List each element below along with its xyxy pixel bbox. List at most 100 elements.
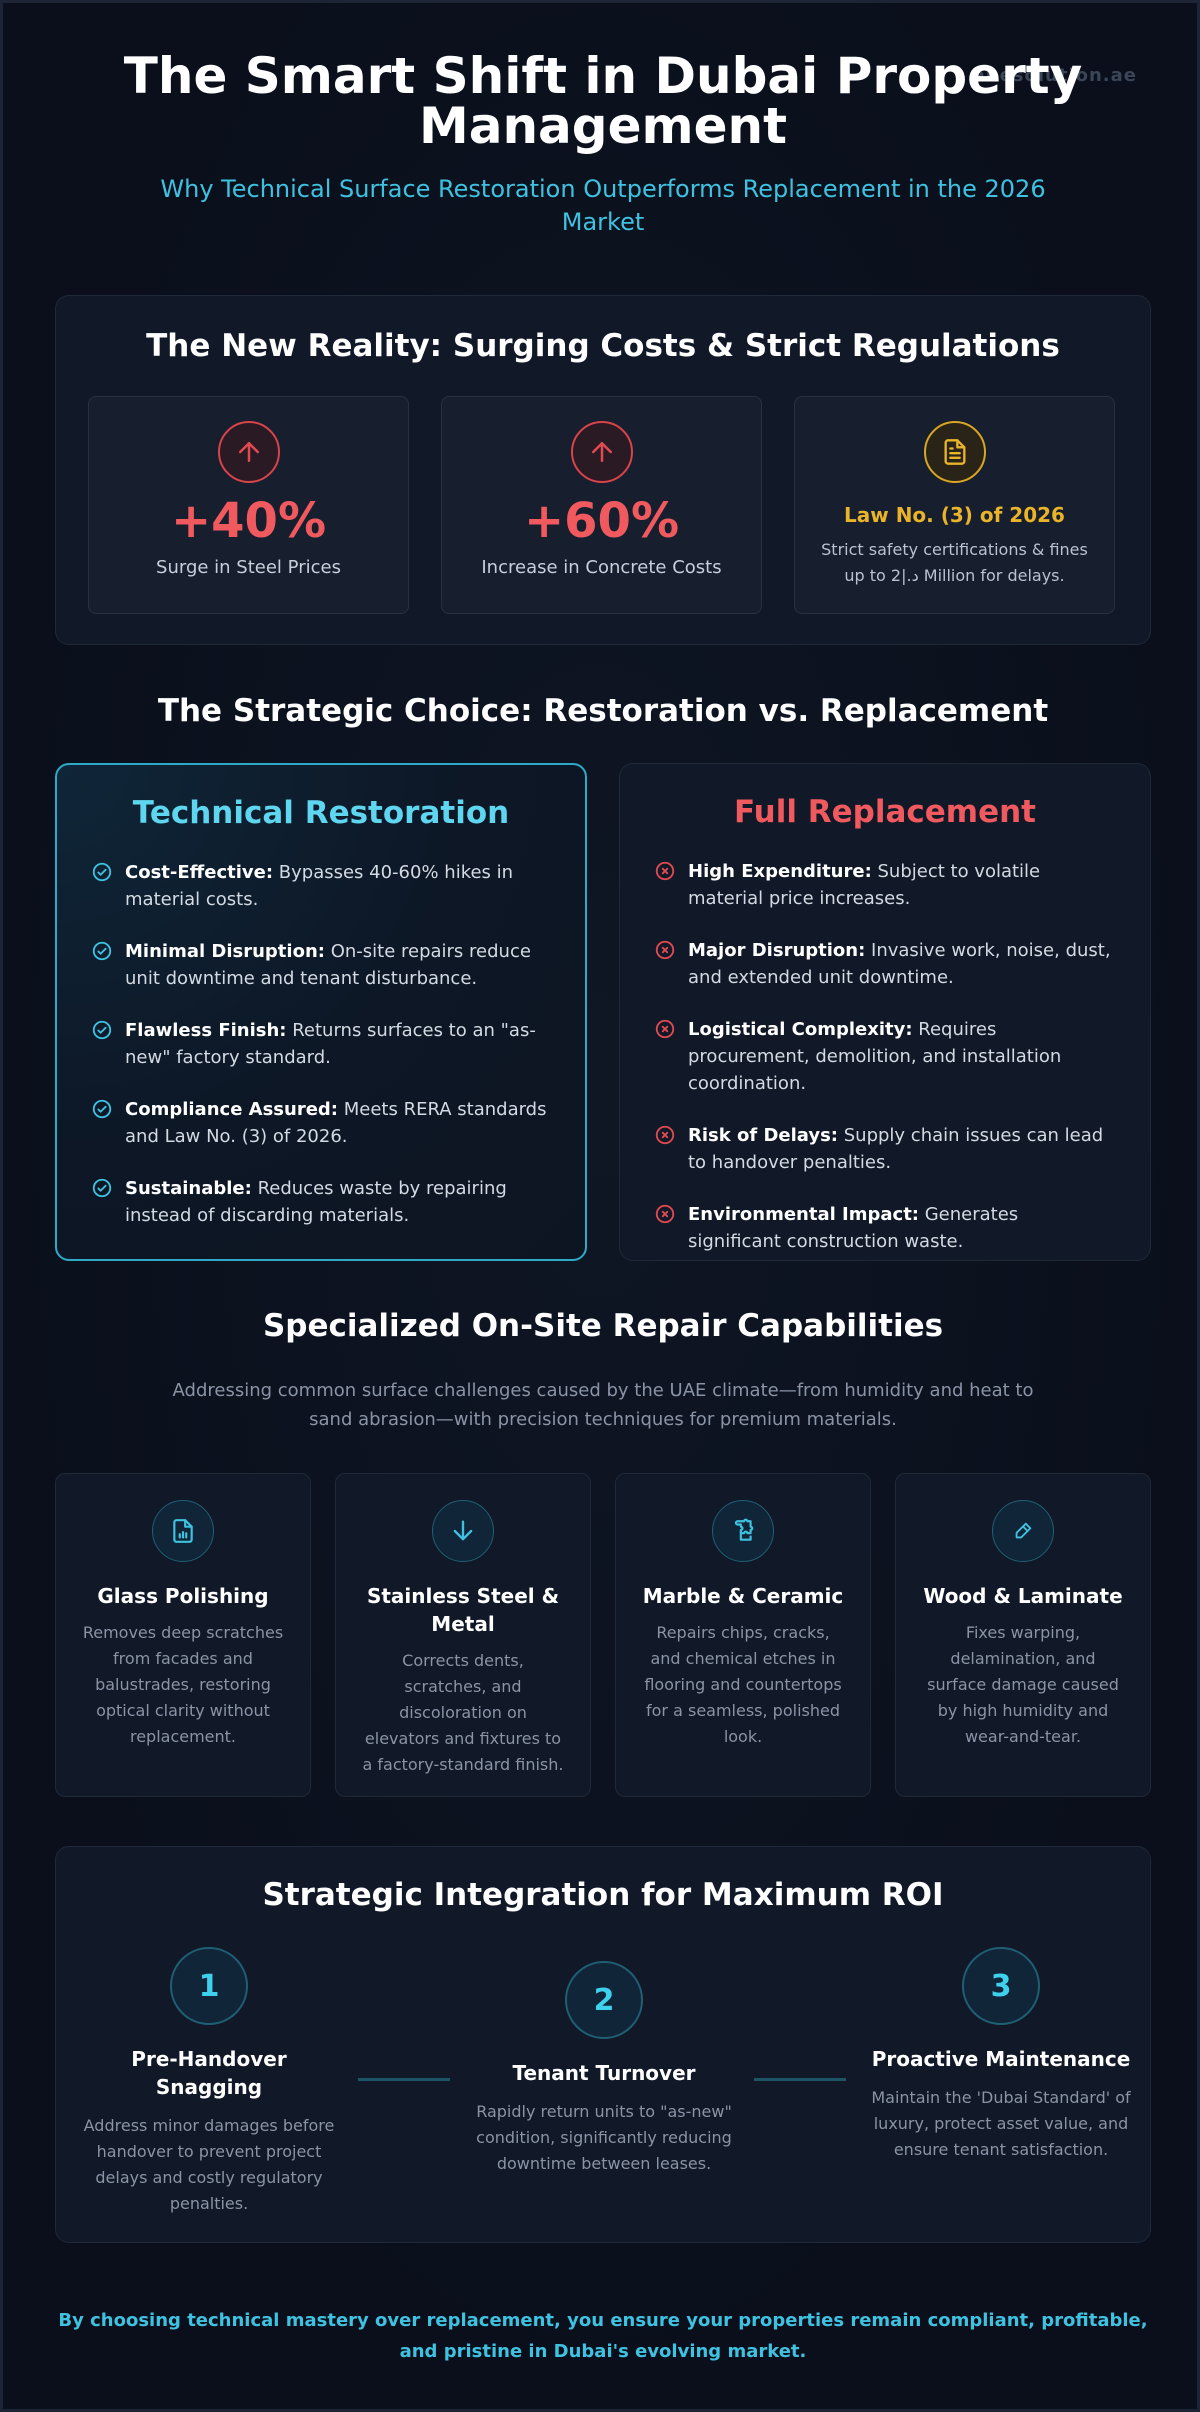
list-item: Sustainable: Reduces waste by repairing … — [91, 1175, 551, 1229]
stat-label: Increase in Concrete Costs — [481, 557, 722, 578]
item-text: Supply chain issues can lead to handover… — [688, 1125, 1104, 1173]
stat-label: Surge in Steel Prices — [156, 557, 341, 578]
eraser-icon — [992, 1500, 1054, 1562]
capability-text: Repairs chips, cracks, and chemical etch… — [644, 1623, 842, 1746]
integration-title: Strategic Integration for Maximum ROI — [262, 1877, 944, 1913]
item-text: Generates significant construction waste… — [688, 1204, 1019, 1252]
capability-card-wood: Wood & Laminate Fixes warping, delaminat… — [895, 1473, 1151, 1797]
arrow-up-icon — [570, 421, 633, 483]
capability-name: Glass Polishing — [97, 1584, 269, 1608]
reality-title: The New Reality: Surging Costs & Strict … — [146, 328, 1060, 364]
capability-text: Removes deep scratches from facades and … — [82, 1623, 284, 1746]
item-label: Risk of Delays: — [688, 1125, 839, 1146]
replacement-list: High Expenditure: Subject to volatile ma… — [654, 858, 1116, 1255]
restoration-title: Technical Restoration — [132, 795, 510, 831]
stat-value: +60% — [523, 493, 680, 549]
capability-name: Wood & Laminate — [923, 1584, 1123, 1608]
list-item: Logistical Complexity: Requires procurem… — [654, 1016, 1116, 1097]
item-label: Cost-Effective: — [125, 862, 274, 883]
capability-name: Marble & Ceramic — [642, 1584, 844, 1608]
capabilities-description: Addressing common surface challenges cau… — [172, 1380, 1034, 1430]
page-title: The Smart Shift in Dubai Property Manage… — [123, 47, 1083, 155]
step-number: 3 — [962, 1947, 1040, 2025]
item-text: Subject to volatile material price incre… — [688, 861, 1041, 909]
step-number: 1 — [170, 1947, 248, 2025]
arrow-down-icon — [432, 1500, 494, 1562]
x-circle-icon — [654, 1124, 676, 1146]
restoration-list: Cost-Effective: Bypasses 40-60% hikes in… — [91, 859, 551, 1229]
list-item: Compliance Assured: Meets RERA standards… — [91, 1096, 551, 1150]
item-text: Reduces waste by repairing instead of di… — [125, 1178, 507, 1226]
list-item: Environmental Impact: Generates signific… — [654, 1201, 1116, 1255]
item-text: Meets RERA standards and Law No. (3) of … — [125, 1099, 547, 1147]
integration-panel: Strategic Integration for Maximum ROI 1 … — [55, 1846, 1151, 2243]
list-item: Minimal Disruption: On-site repairs redu… — [91, 938, 551, 992]
stat-row: +40% Surge in Steel Prices +60% Increase… — [88, 396, 1115, 614]
step-name: Pre-Handover Snagging — [131, 2047, 287, 2099]
step-text: Maintain the 'Dubai Standard' of luxury,… — [871, 2088, 1131, 2159]
capability-card-steel: Stainless Steel & Metal Corrects dents, … — [335, 1473, 591, 1797]
step-connector — [358, 2078, 450, 2081]
strategic-title: The Strategic Choice: Restoration vs. Re… — [157, 693, 1049, 729]
restoration-card: Technical Restoration Cost-Effective: By… — [55, 763, 587, 1261]
item-label: Minimal Disruption: — [125, 941, 325, 962]
item-text: Returns surfaces to an "as-new" factory … — [125, 1020, 536, 1068]
check-circle-icon — [91, 1177, 113, 1199]
capability-card-marble: Marble & Ceramic Repairs chips, cracks, … — [615, 1473, 871, 1797]
law-description: Strict safety certifications & fines up … — [821, 540, 1088, 585]
x-circle-icon — [654, 1203, 676, 1225]
document-icon — [923, 421, 986, 483]
item-label: Flawless Finish: — [125, 1020, 287, 1041]
capability-name: Stainless Steel & Metal — [366, 1584, 560, 1636]
closing-statement: By choosing technical mastery over repla… — [3, 2305, 1200, 2367]
step-text: Rapidly return units to "as-new" conditi… — [476, 2102, 732, 2173]
item-label: Environmental Impact: — [688, 1204, 919, 1225]
item-text: On-site repairs reduce unit downtime and… — [125, 941, 531, 989]
item-text: Requires procurement, demolition, and in… — [688, 1019, 1062, 1094]
capabilities-title: Specialized On-Site Repair Capabilities — [262, 1308, 944, 1344]
item-label: High Expenditure: — [688, 861, 872, 882]
step-number: 2 — [565, 1961, 643, 2039]
step-2: 2 Tenant Turnover Rapidly return units t… — [474, 1961, 734, 2177]
list-item: Major Disruption: Invasive work, noise, … — [654, 937, 1116, 991]
x-circle-icon — [654, 939, 676, 961]
x-circle-icon — [654, 1018, 676, 1040]
step-1: 1 Pre-Handover Snagging Address minor da… — [79, 1947, 339, 2217]
step-name: Proactive Maintenance — [871, 2047, 1131, 2071]
step-connector — [754, 2078, 846, 2081]
capability-card-glass: Glass Polishing Removes deep scratches f… — [55, 1473, 311, 1797]
stat-value: +40% — [170, 493, 327, 549]
list-item: Cost-Effective: Bypasses 40-60% hikes in… — [91, 859, 551, 913]
step-text: Address minor damages before handover to… — [83, 2116, 335, 2213]
item-label: Compliance Assured: — [125, 1099, 339, 1120]
law-title: Law No. (3) of 2026 — [844, 503, 1065, 527]
replacement-card: Full Replacement High Expenditure: Subje… — [619, 763, 1151, 1261]
hero-header: The Smart Shift in Dubai Property Manage… — [3, 51, 1200, 239]
check-circle-icon — [91, 1019, 113, 1041]
item-label: Major Disruption: — [688, 940, 866, 961]
replacement-title: Full Replacement — [734, 794, 1036, 830]
list-item: Flawless Finish: Returns surfaces to an … — [91, 1017, 551, 1071]
page-subtitle: Why Technical Surface Restoration Outper… — [160, 175, 1046, 236]
item-text: Bypasses 40-60% hikes in material costs. — [125, 862, 514, 910]
list-item: Risk of Delays: Supply chain issues can … — [654, 1122, 1116, 1176]
closing-text: By choosing technical mastery over repla… — [58, 2310, 1148, 2362]
step-name: Tenant Turnover — [512, 2061, 696, 2085]
item-label: Logistical Complexity: — [688, 1019, 913, 1040]
file-chart-icon — [152, 1500, 214, 1562]
step-3: 3 Proactive Maintenance Maintain the 'Du… — [871, 1947, 1131, 2163]
x-circle-icon — [654, 860, 676, 882]
list-item: High Expenditure: Subject to volatile ma… — [654, 858, 1116, 912]
reality-panel: The New Reality: Surging Costs & Strict … — [55, 295, 1151, 645]
check-circle-icon — [91, 940, 113, 962]
check-circle-icon — [91, 861, 113, 883]
item-label: Sustainable: — [125, 1178, 252, 1199]
check-circle-icon — [91, 1098, 113, 1120]
capability-text: Corrects dents, scratches, and discolora… — [362, 1651, 564, 1774]
puzzle-icon — [712, 1500, 774, 1562]
stat-card-law: Law No. (3) of 2026 Strict safety certif… — [794, 396, 1115, 614]
item-text: Invasive work, noise, dust, and extended… — [688, 940, 1111, 988]
stat-card-steel: +40% Surge in Steel Prices — [88, 396, 409, 614]
capabilities-row: Glass Polishing Removes deep scratches f… — [55, 1473, 1151, 1797]
stat-card-concrete: +60% Increase in Concrete Costs — [441, 396, 762, 614]
